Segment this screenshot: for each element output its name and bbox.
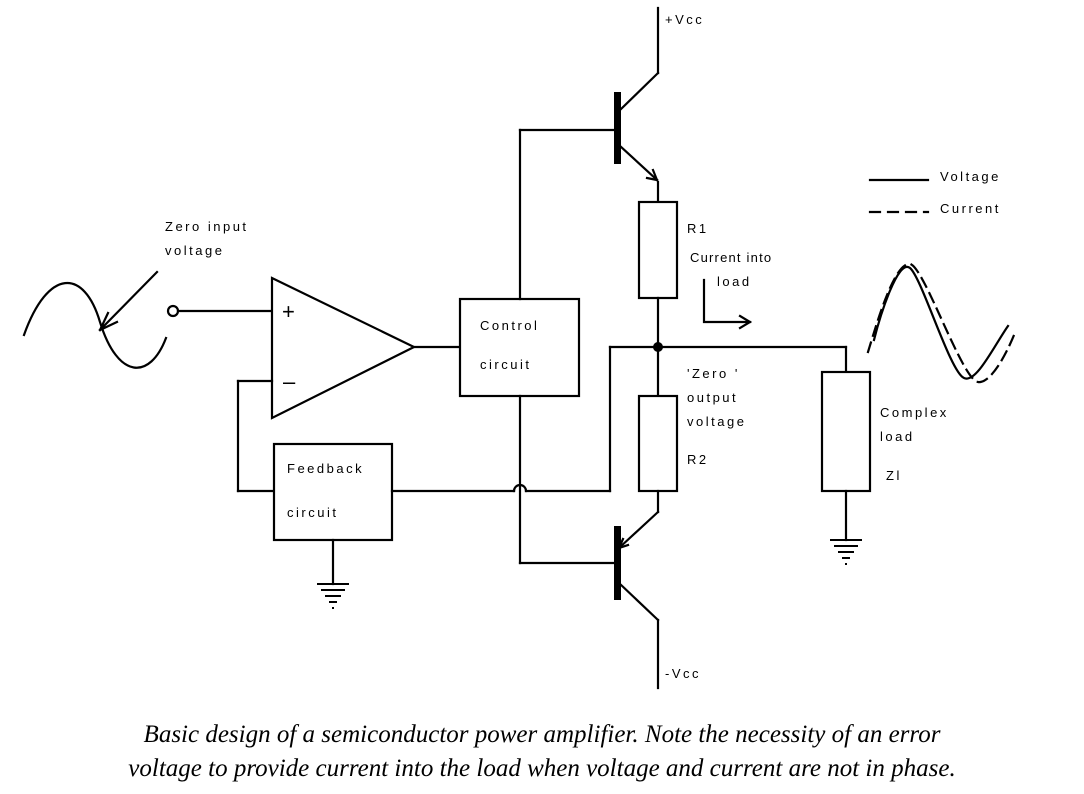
input-arrow [98,270,159,332]
feedback-label: Feedback [287,461,364,476]
zl-label: Zl [886,468,902,483]
legend-voltage-label: Voltage [940,169,1001,184]
r2-resistor [637,394,679,493]
r2-label: R2 [687,452,709,467]
r1-label: R1 [687,221,709,236]
current-into-label: Current into [690,250,772,265]
zero-output-label-2: output [687,390,738,405]
zero-output-label: 'Zero ' [687,366,740,381]
op-amp [270,276,417,420]
feedback-label-2: circuit [287,505,338,520]
zero-output-label-3: voltage [687,414,746,429]
current-waveform [866,262,1018,384]
ground-icon [317,583,349,609]
ground-icon [830,539,862,565]
zero-input-label-2: voltage [165,243,224,258]
voltage-waveform [872,265,1010,380]
opamp-minus-sign: – [283,369,296,394]
vcc-positive-label: +Vcc [665,12,704,27]
control-label-2: circuit [480,357,531,372]
legend-current-label: Current [940,201,1001,216]
feedback-circuit-block [272,442,394,542]
input-terminal [166,304,180,318]
zero-input-label: Zero input [165,219,249,234]
control-circuit-block [458,297,581,398]
complex-load-label-2: load [880,429,915,444]
complex-load-block [820,370,872,493]
output-node [653,342,663,352]
input-sine-wave [22,281,168,369]
caption-line-2: voltage to provide current into the load… [128,755,956,782]
current-into-label-2: load [717,274,752,289]
r1-resistor [637,200,679,300]
lower-transistor-base [614,526,621,600]
upper-transistor-base [614,92,621,164]
figure-caption: Basic design of a semiconductor power am… [0,718,1084,786]
opamp-plus-sign: + [282,299,295,324]
current-arrow [702,278,753,330]
complex-load-label: Complex [880,405,949,420]
vcc-negative-label: -Vcc [665,666,701,681]
caption-line-1: Basic design of a semiconductor power am… [143,721,941,748]
control-label: Control [480,318,539,333]
